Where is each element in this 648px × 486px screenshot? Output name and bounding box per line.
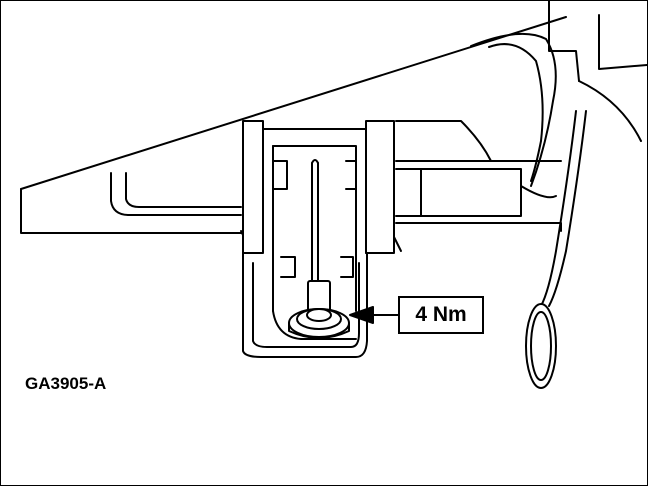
bracket [242, 120, 395, 358]
bolt-nut [288, 280, 350, 339]
column-housing [395, 1, 647, 199]
pedal-arm [525, 110, 587, 389]
figure-id-label: GA3905-A [25, 374, 107, 393]
panel-edge [20, 16, 567, 190]
torque-callout: 4 Nm [398, 296, 484, 334]
frame-rail [20, 160, 562, 252]
torque-leader [349, 306, 400, 324]
